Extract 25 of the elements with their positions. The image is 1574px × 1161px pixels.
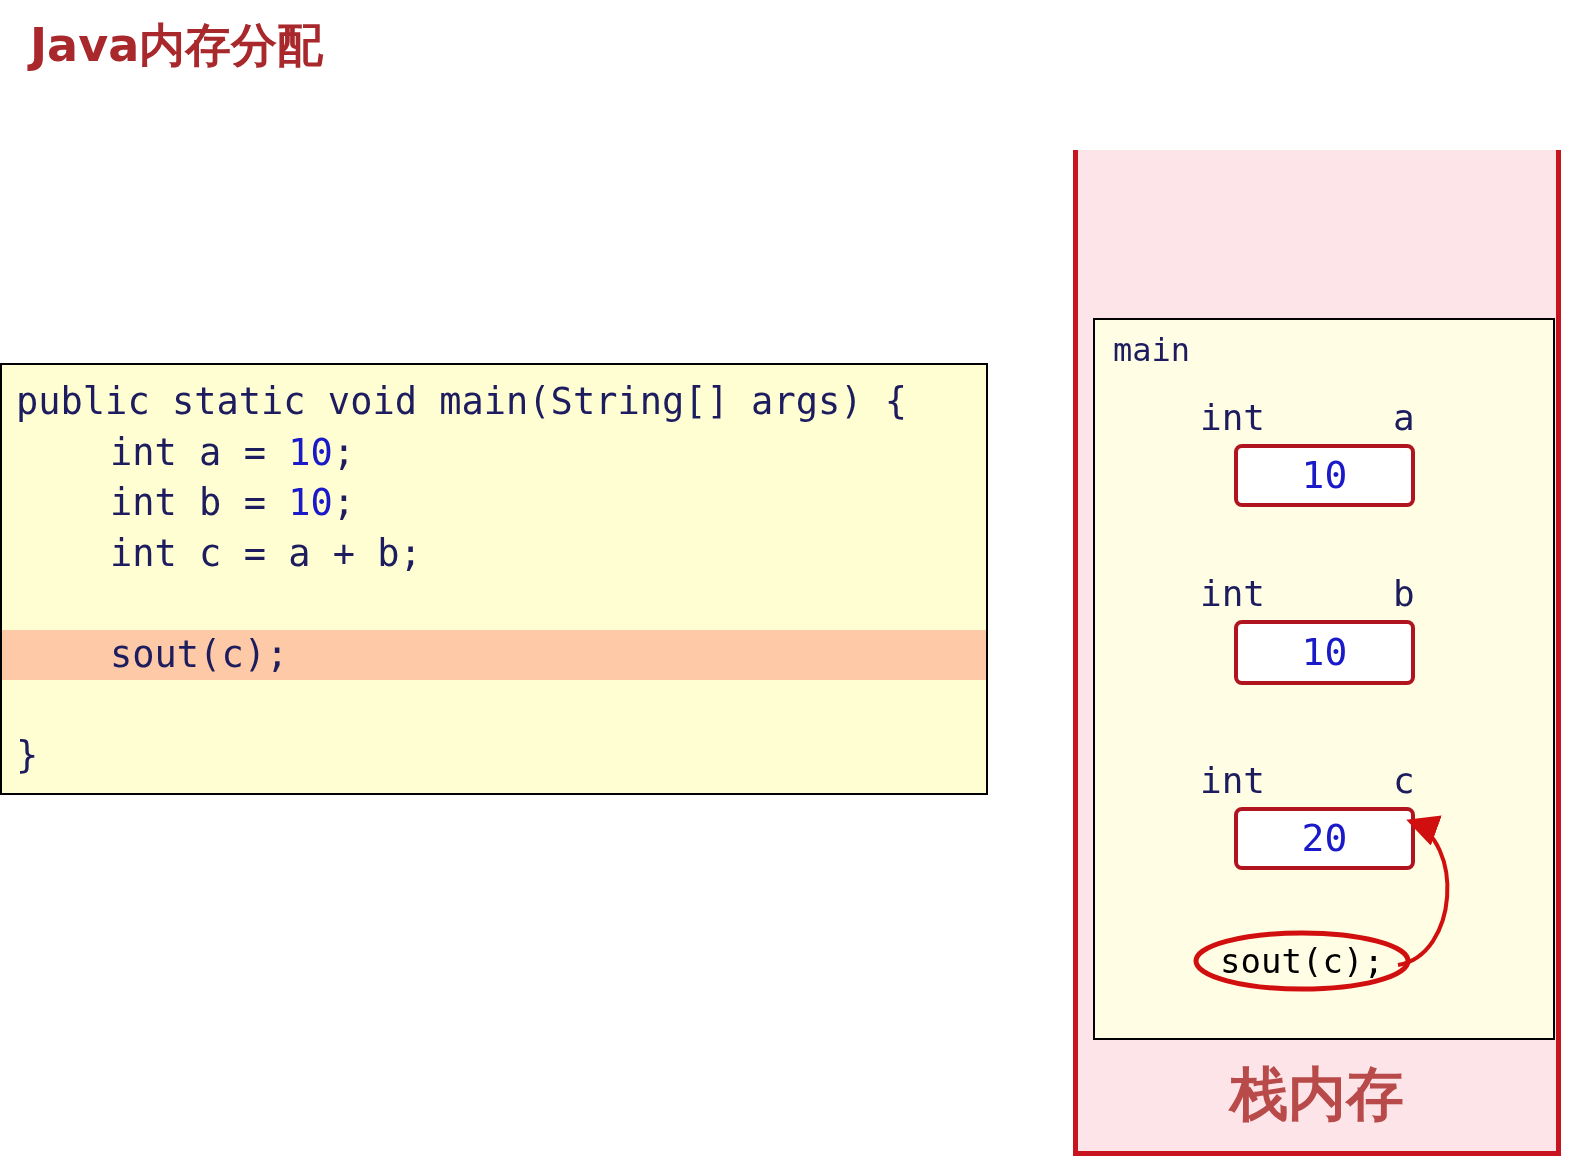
call-ellipse [1193,930,1411,992]
code-line: int a = 10; [110,429,356,476]
variable-name: b [1393,576,1415,612]
stack-label: 栈内存 [1227,1065,1405,1123]
code-line: int b = 10; [110,480,356,526]
code-text: sout(c); [1219,939,1385,983]
code-line: sout(c); [110,631,289,678]
type-label: int [1200,400,1266,436]
code-line: } [16,732,39,779]
value-box [1234,444,1415,507]
stack-memory [1073,150,1561,1156]
type-label: int [1200,763,1266,799]
value-box [1234,620,1415,685]
variable-value: 20 [1300,815,1349,862]
type-label: int [1200,576,1266,612]
variable-name: c [1393,763,1415,799]
variable-value: 10 [1300,629,1349,676]
code-panel [0,363,988,795]
stack-frame [1093,318,1555,1040]
frame-label: main [1113,334,1191,366]
variable-value: 10 [1300,452,1349,499]
variable-name: a [1393,400,1415,436]
code-line: int c = a + b; [110,530,422,577]
value-box [1234,807,1415,870]
code-line: public static void main(String[] args) { [16,379,908,425]
